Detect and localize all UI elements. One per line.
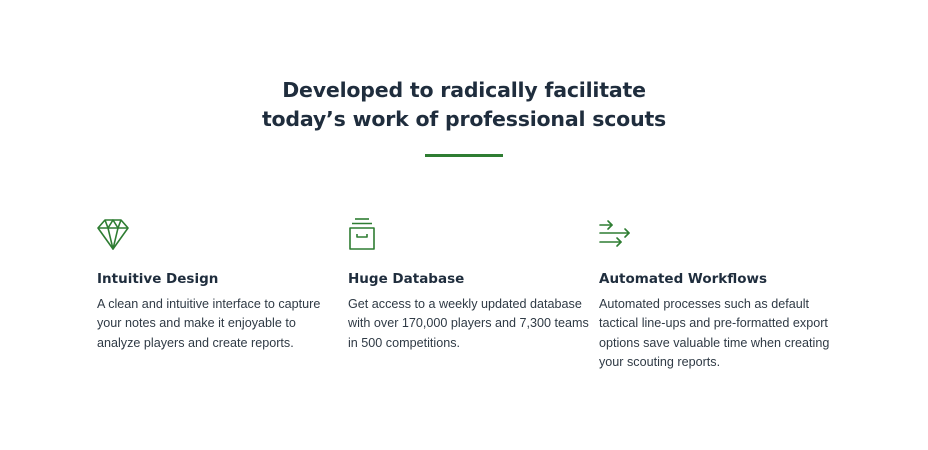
- feature-description-line: options save valuable time when creating: [599, 335, 830, 350]
- feature-description: A clean and intuitive interface to captu…: [97, 295, 332, 353]
- heading-divider: [425, 154, 503, 157]
- diamond-icon: [97, 216, 131, 252]
- feature-description-line: Get access to a weekly updated database: [348, 297, 582, 311]
- feature-description: Get access to a weekly updated database …: [348, 295, 589, 353]
- archive-box-icon: [348, 216, 382, 252]
- feature-description-line: Automated processes such as default: [599, 297, 810, 311]
- feature-description-line: with over 170,000 players and 7,300 team…: [348, 316, 589, 331]
- heading-line-1: Developed to radically facilitate: [282, 78, 646, 102]
- feature-title: Intuitive Design: [97, 271, 219, 287]
- feature-description-line: tactical line-ups and pre-formatted expo…: [599, 316, 828, 331]
- section-heading: Developed to radically facilitate today’…: [0, 76, 928, 134]
- feature-description-line: your scouting reports.: [599, 355, 721, 370]
- feature-intuitive-design: Intuitive Design A clean and intuitive i…: [97, 216, 332, 350]
- feature-description: Automated processes such as default tact…: [599, 295, 834, 373]
- feature-description-line: analyze players and create reports.: [97, 335, 294, 350]
- feature-description-line: A clean and intuitive interface to captu…: [97, 297, 321, 311]
- feature-title: Automated Workflows: [599, 271, 768, 287]
- feature-title: Huge Database: [348, 271, 465, 287]
- arrows-right-icon: [599, 216, 633, 252]
- feature-automated-workflows: Automated Workflows Automated processes …: [599, 216, 834, 369]
- heading-line-2: today’s work of professional scouts: [261, 107, 667, 131]
- feature-description-line: your notes and make it enjoyable to: [97, 316, 296, 331]
- feature-huge-database: Huge Database Get access to a weekly upd…: [348, 216, 589, 350]
- feature-description-line: in 500 competitions.: [348, 335, 461, 350]
